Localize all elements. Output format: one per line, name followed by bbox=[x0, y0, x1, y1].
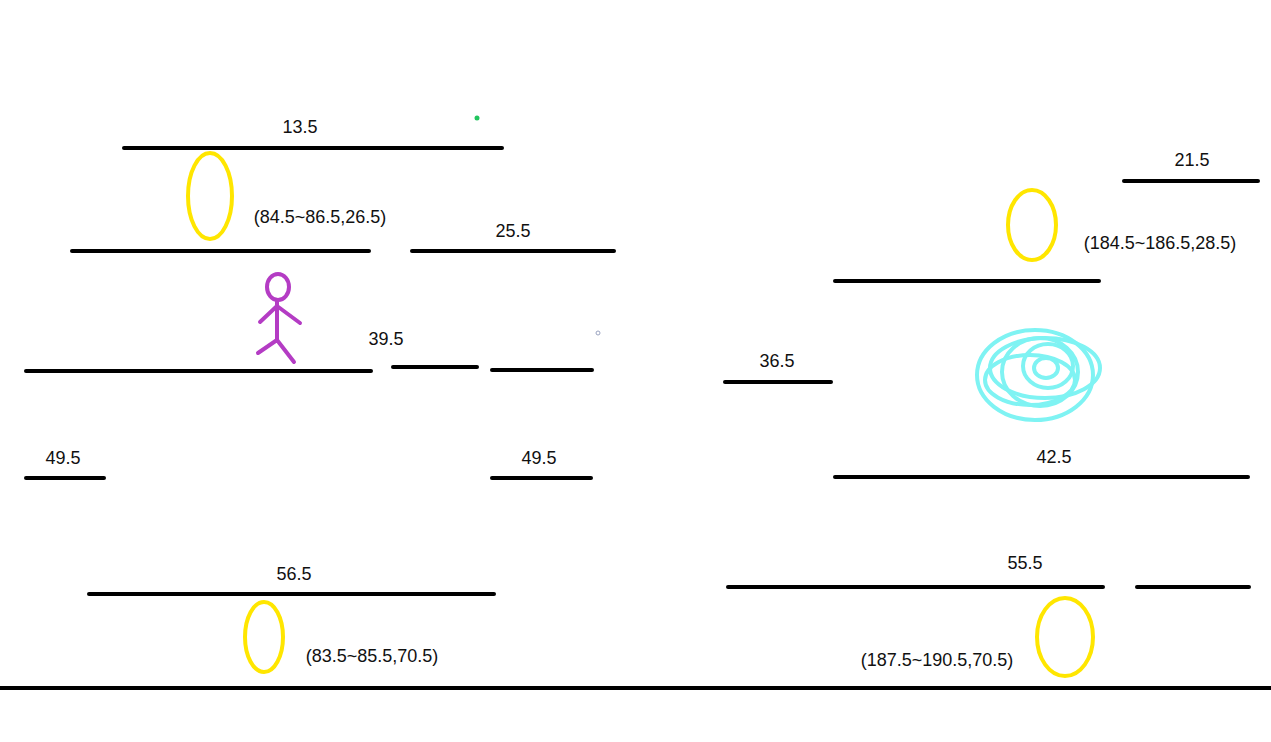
platform bbox=[412, 249, 614, 253]
figure-legs bbox=[258, 340, 294, 362]
scribble-loop bbox=[1034, 358, 1058, 378]
figure-arms bbox=[260, 306, 300, 323]
portal-oval bbox=[1008, 190, 1056, 260]
platform-label: (184.5~186.5,28.5) bbox=[1084, 233, 1237, 255]
platform-label: 56.5 bbox=[276, 564, 311, 586]
platform-label: (83.5~85.5,70.5) bbox=[306, 646, 439, 668]
platform bbox=[492, 368, 592, 372]
platform bbox=[835, 475, 1248, 479]
platform bbox=[492, 476, 591, 480]
platform-label: 42.5 bbox=[1036, 447, 1071, 469]
platform bbox=[1137, 585, 1249, 589]
portal-oval bbox=[1037, 598, 1093, 676]
scribble-loop bbox=[985, 355, 1075, 405]
platform-label: (187.5~190.5,70.5) bbox=[861, 650, 1014, 672]
platform-label: 49.5 bbox=[45, 448, 80, 470]
cyan-scribble bbox=[977, 330, 1100, 420]
figure-head bbox=[267, 274, 289, 300]
platform bbox=[89, 592, 494, 596]
platform-label: 13.5 bbox=[282, 117, 317, 139]
platform bbox=[72, 249, 369, 253]
platform bbox=[26, 369, 371, 373]
platform bbox=[393, 365, 477, 369]
platform-label: 36.5 bbox=[759, 351, 794, 373]
platform bbox=[725, 380, 831, 384]
platform-label: 49.5 bbox=[521, 448, 556, 470]
portal-oval bbox=[188, 153, 232, 239]
ground-line bbox=[0, 686, 1271, 690]
portal-oval bbox=[245, 602, 283, 672]
platform bbox=[124, 146, 502, 150]
stick-figure bbox=[258, 274, 300, 362]
platform-label: 39.5 bbox=[368, 329, 403, 351]
platform bbox=[26, 476, 104, 480]
platforms bbox=[0, 148, 1271, 688]
yellow-portals bbox=[188, 153, 1093, 676]
platform bbox=[728, 585, 1103, 589]
platform-label: 25.5 bbox=[495, 221, 530, 243]
small-circle bbox=[596, 331, 600, 335]
platform-label: (84.5~86.5,26.5) bbox=[254, 207, 387, 229]
green-dot bbox=[475, 116, 480, 121]
platform-label: 21.5 bbox=[1174, 150, 1209, 172]
platform bbox=[835, 279, 1099, 283]
platform bbox=[1124, 179, 1258, 183]
platform-label: 55.5 bbox=[1007, 553, 1042, 575]
